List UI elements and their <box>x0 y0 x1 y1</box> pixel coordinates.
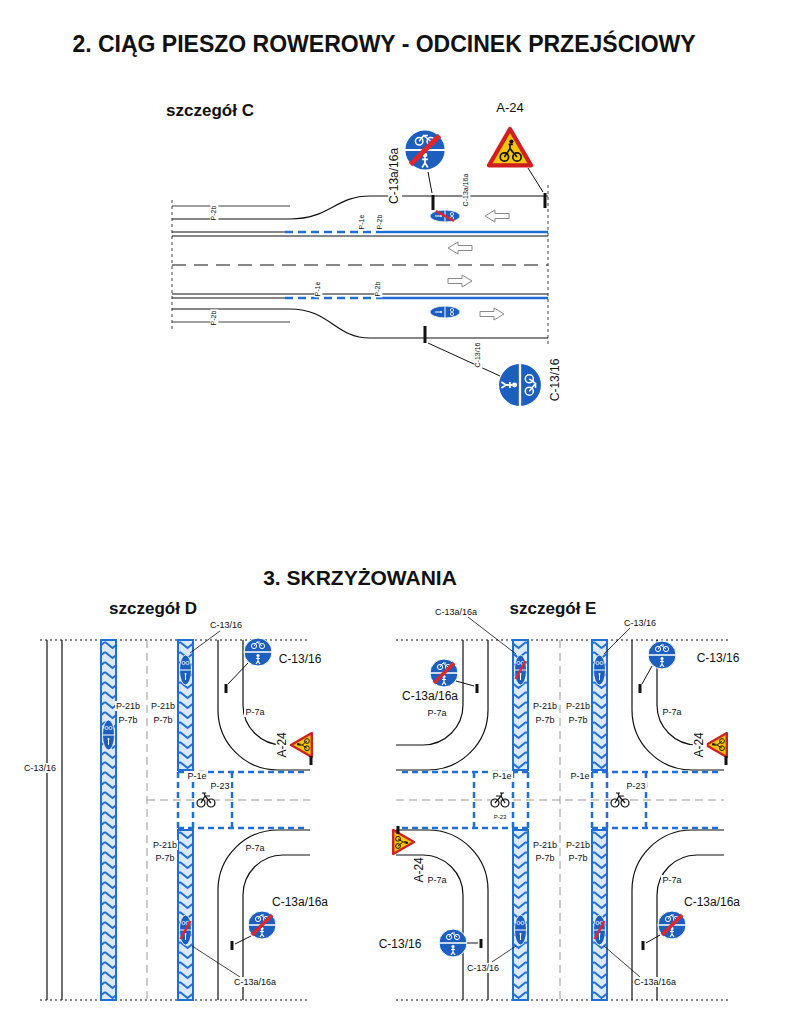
marking-code: P-7a <box>244 707 265 717</box>
marking-code: P-21b <box>115 701 141 711</box>
sign-code: C-13/16 <box>623 618 657 628</box>
marking-code: P-1e <box>186 771 207 781</box>
sign-code: C-13/16 <box>378 938 423 952</box>
sign-code: C-13/16 <box>549 358 563 403</box>
marking-code: P-23 <box>625 781 646 791</box>
marking-code: P-2b <box>210 310 218 327</box>
section-heading: szczegół D <box>108 599 198 619</box>
marking-code: P-2b <box>210 205 218 222</box>
marking-code: P-7a <box>661 707 682 717</box>
marking-code: P-7b <box>567 853 588 863</box>
sign-code: C-13/16 <box>696 652 741 666</box>
sign-code: C-13/16 <box>466 963 500 973</box>
sign-code: C-13/16 <box>23 763 57 773</box>
marking-code: P-21b <box>565 701 591 711</box>
marking-code: P-21b <box>150 701 176 711</box>
sign-code: A-24 <box>495 101 524 116</box>
marking-code: P-7b <box>534 715 555 725</box>
marking-code: P-7a <box>426 875 447 885</box>
marking-code: P-7b <box>117 715 138 725</box>
sign-code: C-13a/16a <box>462 173 470 208</box>
marking-code: P-1e <box>569 771 590 781</box>
marking-code: P-7a <box>426 708 447 718</box>
sign-code: A-24 <box>693 731 707 758</box>
sign-code: C-13/16 <box>209 620 243 630</box>
page-heading: 2. CIĄG PIESZO ROWEROWY - ODCINEK PRZEJŚ… <box>71 31 696 57</box>
sign-code: C-13/16 <box>278 653 323 667</box>
marking-code: P-23 <box>493 814 508 821</box>
marking-code: P-7b <box>534 853 555 863</box>
section-heading: szczegół C <box>165 101 255 121</box>
marking-code: P-7b <box>567 715 588 725</box>
marking-code: P-7a <box>244 843 265 853</box>
sign-code: A-24 <box>413 856 427 883</box>
marking-code: P-21b <box>532 701 558 711</box>
marking-code: P-7a <box>661 875 682 885</box>
section-heading: 3. SKRZYŻOWANIA <box>262 566 458 590</box>
sign-code: C-13a/16a <box>434 607 478 617</box>
sign-code: C-13a/16a <box>401 690 459 704</box>
marking-code: P-21b <box>565 840 591 850</box>
sign-code: C-13a/16a <box>233 977 277 987</box>
marking-code: P-7b <box>154 853 175 863</box>
marking-code: P-2b <box>376 214 384 231</box>
sign-code: A-24 <box>276 731 290 758</box>
sign-code: C-13a/16a <box>388 147 402 205</box>
marking-code: P-1e <box>358 214 366 231</box>
marking-code: P-1e <box>314 281 322 298</box>
sign-code: C-13a/16a <box>633 977 677 987</box>
sign-code: C-13a/16a <box>271 896 329 910</box>
marking-code: P-7b <box>152 715 173 725</box>
marking-code: P-21b <box>152 840 178 850</box>
marking-code: P-2b <box>374 281 382 298</box>
section-heading: szczegół E <box>509 599 598 619</box>
marking-code: P-21b <box>532 840 558 850</box>
sign-code: C-13a/16a <box>683 896 741 910</box>
marking-code: P-1e <box>491 771 512 781</box>
sign-code: C-13/16 <box>474 342 482 369</box>
marking-code: P-23 <box>209 781 230 791</box>
